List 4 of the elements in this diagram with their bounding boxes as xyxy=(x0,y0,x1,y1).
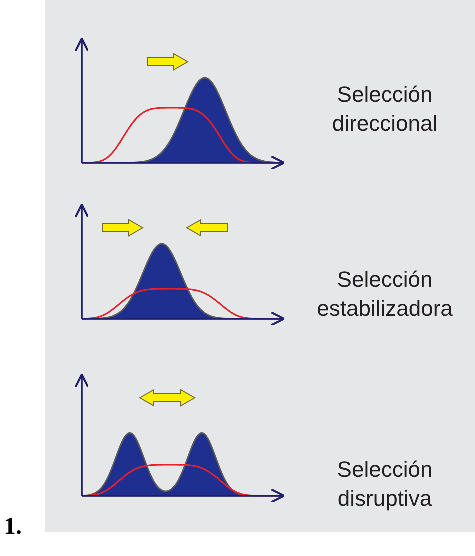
graph-label: Selección estabilizadora xyxy=(316,266,454,323)
figure-number: 1. xyxy=(4,514,22,541)
graph-label: Selección disruptiva xyxy=(336,456,434,513)
graph-label: Selección direccional xyxy=(331,81,439,138)
